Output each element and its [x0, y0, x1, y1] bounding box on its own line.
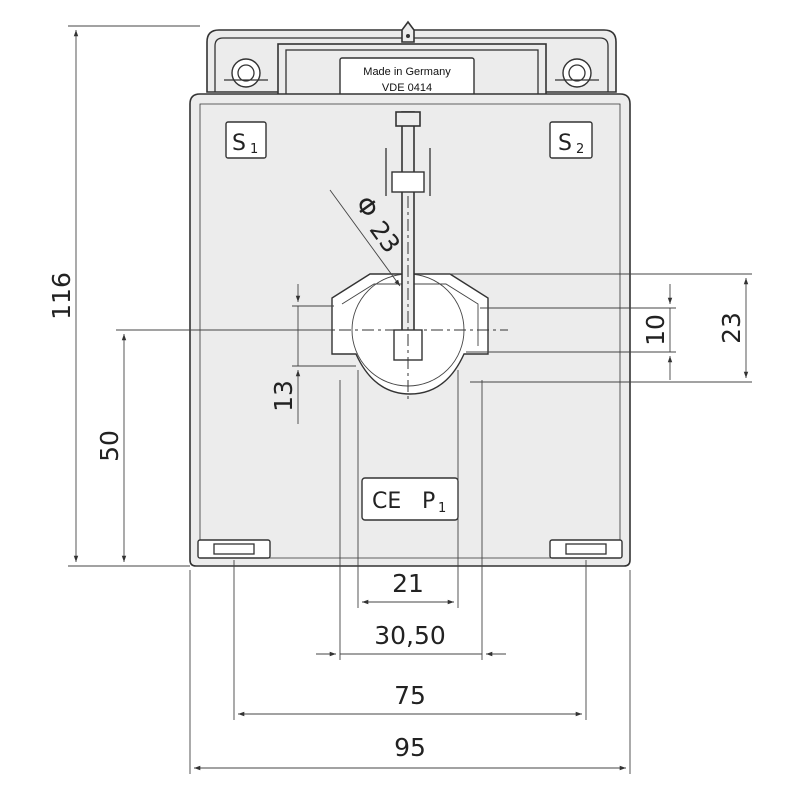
ce-p1-mark: CE P 1 — [361, 477, 459, 521]
terminal-s2-badge: S 2 — [549, 121, 593, 159]
dimension-width-total-value: 95 — [394, 733, 426, 762]
dimension-height-total-value: 116 — [47, 272, 76, 320]
ce-mark: CE — [372, 489, 401, 514]
terminal-s1-index: 1 — [250, 142, 258, 157]
dimension-window-left-value: 13 — [269, 380, 298, 412]
nameplate-line-2: VDE 0414 — [382, 82, 432, 94]
left-screw-icon — [224, 58, 268, 88]
right-screw-icon — [555, 58, 599, 88]
terminal-s1-letter: S — [232, 131, 246, 156]
terminal-s2-index: 2 — [576, 142, 584, 157]
dimension-opening-inner: 21 — [357, 370, 459, 608]
dimension-window-outer-value: 23 — [717, 312, 746, 344]
dimension-height-axis-value: 50 — [95, 430, 124, 462]
dimension-window-left: 13 — [269, 284, 356, 424]
nameplate-line-1: Made in Germany — [363, 66, 451, 78]
dimension-window-inner-value: 10 — [641, 314, 670, 346]
dimension-width-total: 95 — [189, 570, 631, 774]
right-foot — [549, 539, 623, 559]
left-foot — [197, 539, 271, 559]
dimension-width-mount: 75 — [233, 560, 587, 720]
nameplate: Made in Germany VDE 0414 — [339, 57, 475, 99]
dimension-width-mount-value: 75 — [394, 681, 426, 710]
terminal-s2-letter: S — [558, 131, 572, 156]
dimension-opening-outer: 30,50 — [316, 380, 506, 660]
terminal-s1-badge: S 1 — [225, 121, 267, 159]
terminal-p1-index: 1 — [438, 501, 446, 516]
dimension-height-total: 116 — [47, 25, 200, 567]
dimension-opening-outer-value: 30,50 — [374, 621, 446, 650]
dimension-opening-inner-value: 21 — [392, 569, 424, 598]
terminal-p1-letter: P — [422, 489, 435, 514]
dimension-height-axis: 50 — [95, 329, 332, 562]
dimension-window-right: 10 23 — [430, 273, 752, 383]
primary-window — [316, 111, 508, 402]
